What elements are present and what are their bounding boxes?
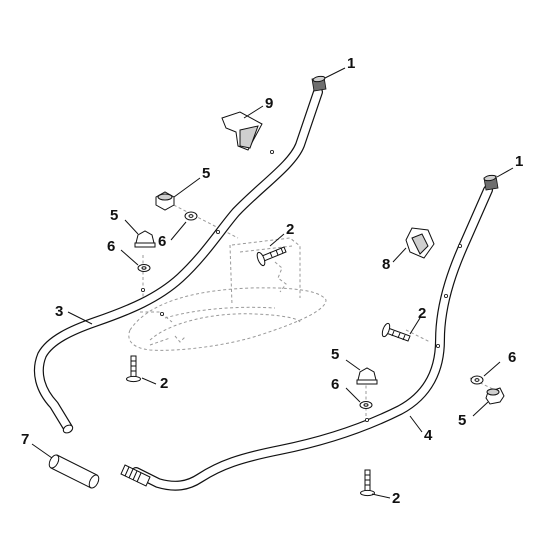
leader-lines	[31, 67, 514, 499]
callout-2-upper-left: 2	[286, 221, 294, 238]
callout-2-upper-right: 2	[418, 305, 426, 322]
washer-part-6-c	[359, 401, 373, 409]
clip-part-9	[221, 111, 263, 151]
callout-6-middle: 6	[331, 376, 339, 393]
grip-part-7	[48, 454, 100, 489]
callout-8: 8	[382, 256, 390, 273]
callout-6-upper: 6	[158, 233, 166, 250]
callout-5-right: 5	[458, 412, 466, 429]
washer-part-6-d	[470, 375, 484, 385]
callout-6-left: 6	[107, 238, 115, 255]
washer-part-6-a	[184, 211, 198, 221]
nut-part-5-d	[485, 387, 505, 405]
bolt-part-2-a	[256, 246, 287, 267]
callout-7: 7	[21, 431, 29, 448]
callout-2-lower-left: 2	[160, 375, 168, 392]
callout-1-left: 1	[347, 55, 355, 72]
callout-1-right: 1	[515, 153, 523, 170]
tube-holes	[140, 149, 462, 422]
end-cap-part-1-left	[311, 75, 327, 92]
handlebar-right-part-4	[120, 185, 493, 491]
washer-part-6-b	[137, 264, 151, 272]
callout-9: 9	[265, 95, 273, 112]
nut-part-5-c	[356, 367, 378, 385]
nut-part-5-a	[155, 191, 175, 211]
bolt-part-2-d	[360, 469, 375, 497]
nut-part-5-b	[134, 230, 156, 248]
deck-outline-ghost	[128, 237, 327, 351]
callout-5-left: 5	[110, 207, 118, 224]
alignment-lines	[142, 199, 496, 420]
callout-5-upper: 5	[202, 165, 210, 182]
callout-2-lower-right: 2	[392, 490, 400, 507]
callout-labels: 1 1 2 2 2 2 3 4 5 5 5 5 6 6 6 6 7 8 9	[21, 55, 523, 507]
bolt-part-2-c	[126, 355, 141, 383]
callout-5-middle: 5	[331, 346, 339, 363]
end-cap-part-1-right	[483, 174, 499, 191]
clip-part-8	[405, 227, 435, 259]
callout-6-right: 6	[508, 349, 516, 366]
callout-3: 3	[55, 303, 63, 320]
handlebar-left-part-3	[33, 87, 323, 434]
bolt-part-2-b	[381, 322, 411, 342]
callout-4: 4	[424, 427, 433, 444]
